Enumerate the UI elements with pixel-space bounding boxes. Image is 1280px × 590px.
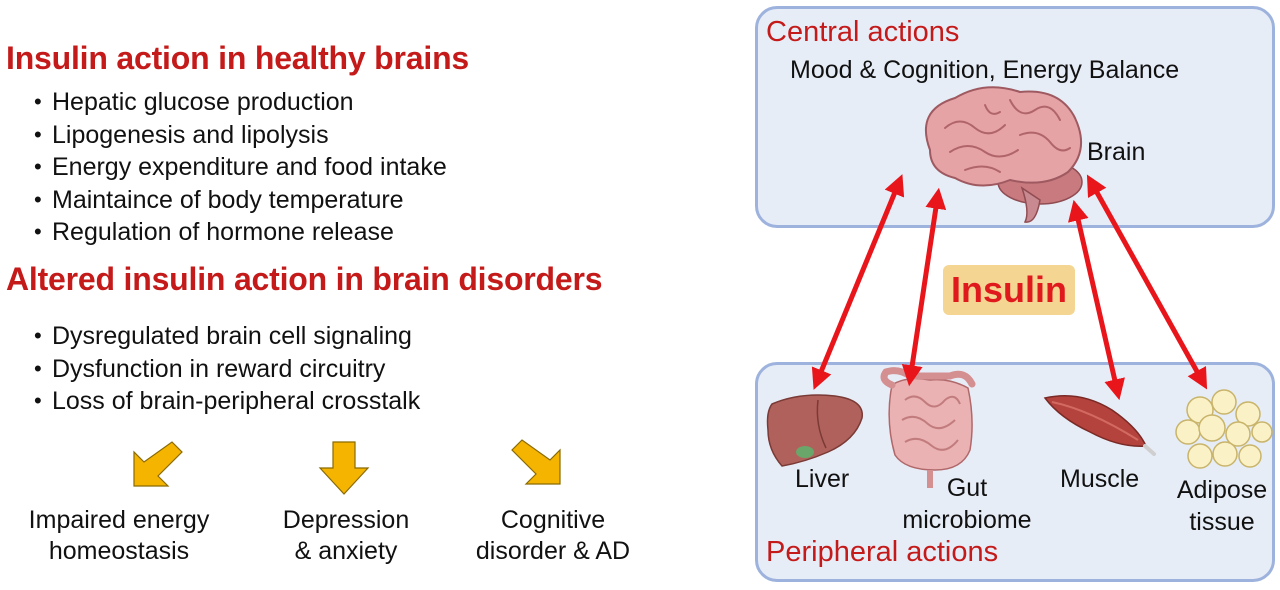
- disorders-list: Dysregulated brain cell signaling Dysfun…: [34, 320, 420, 418]
- muscle-icon: [1043, 395, 1156, 456]
- adipose-label-line: tissue: [1189, 508, 1255, 536]
- outcome-line: & anxiety: [294, 537, 398, 565]
- arrow-down-right-icon: [511, 439, 561, 485]
- adipose-icon: [1175, 389, 1273, 469]
- intestine-icon: [880, 367, 976, 488]
- arrow-muscle-brain: [1068, 199, 1125, 401]
- list-item: Dysfunction in reward circuitry: [34, 353, 420, 386]
- outcome-depression: Depression & anxiety: [262, 505, 430, 567]
- list-item: Loss of brain-peripheral crosstalk: [34, 385, 420, 418]
- outcome-cognitive: Cognitive disorder & AD: [458, 505, 648, 567]
- outcome-line: Cognitive: [500, 506, 606, 534]
- gut-label-line: microbiome: [902, 506, 1032, 534]
- liver-label: Liver: [795, 465, 850, 493]
- outcome-line: Depression: [282, 506, 410, 534]
- arrow-gut-brain: [901, 187, 947, 387]
- liver-icon: [766, 394, 863, 467]
- list-item: Regulation of hormone release: [34, 216, 447, 249]
- muscle-label: Muscle: [1060, 465, 1140, 493]
- peripheral-title: Peripheral actions: [766, 536, 999, 568]
- outcome-line: homeostasis: [48, 537, 190, 565]
- list-item: Hepatic glucose production: [34, 86, 447, 119]
- adipose-label-line: Adipose: [1176, 476, 1268, 504]
- list-item: Lipogenesis and lipolysis: [34, 119, 447, 152]
- list-item: Maintaince of body temperature: [34, 184, 447, 217]
- central-title: Central actions: [766, 16, 960, 48]
- disorders-heading: Altered insulin action in brain disorder…: [6, 261, 603, 297]
- gut-label: Gut microbiome: [890, 472, 1044, 536]
- arrow-down-left-icon: [133, 441, 183, 487]
- arrow-down-icon: [318, 441, 370, 495]
- outcome-line: Impaired energy: [28, 506, 210, 534]
- brain-icon: [925, 86, 1083, 223]
- list-item: Energy expenditure and food intake: [34, 151, 447, 184]
- healthy-list: Hepatic glucose production Lipogenesis a…: [34, 86, 447, 249]
- outcome-energy: Impaired energy homeostasis: [12, 505, 226, 567]
- outcome-line: disorder & AD: [475, 537, 631, 565]
- insulin-label: Insulin: [943, 265, 1075, 315]
- insulin-arrows: [811, 174, 1208, 401]
- healthy-heading: Insulin action in healthy brains: [6, 40, 470, 76]
- central-subtitle: Mood & Cognition, Energy Balance: [790, 56, 1180, 84]
- brain-label: Brain: [1087, 138, 1146, 166]
- gut-label-line: Gut: [946, 474, 988, 502]
- list-item: Dysregulated brain cell signaling: [34, 320, 420, 353]
- arrow-adipose-brain: [1086, 174, 1208, 390]
- adipose-label: Adipose tissue: [1168, 474, 1276, 538]
- arrow-liver-brain: [811, 174, 905, 390]
